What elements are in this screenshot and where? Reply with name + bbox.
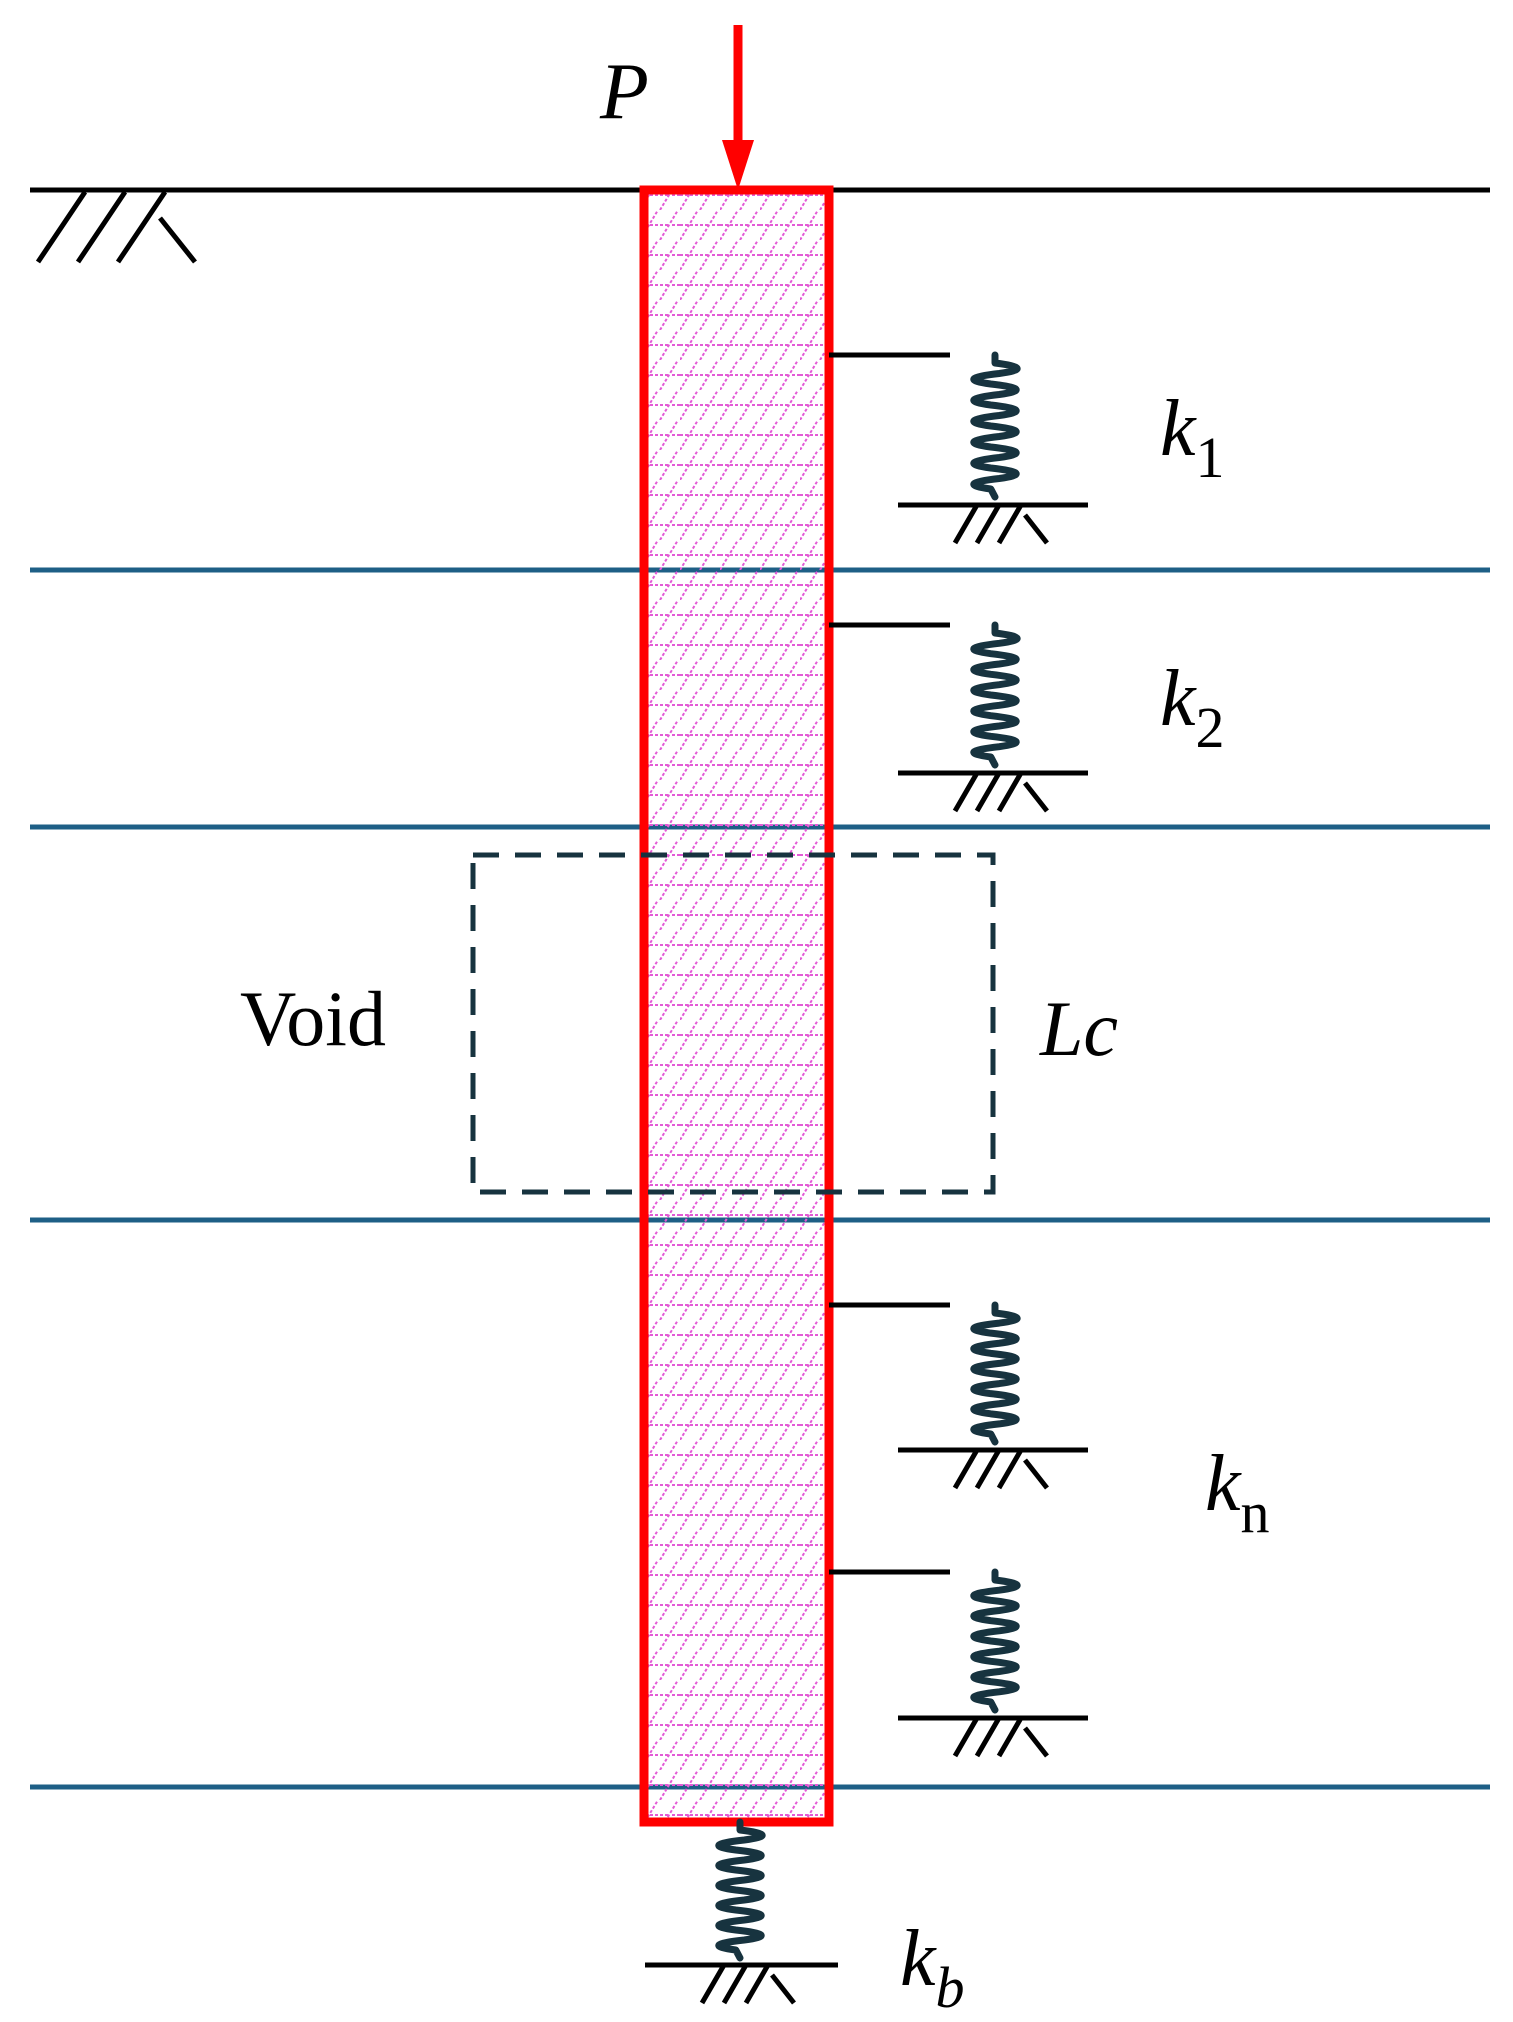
spring-ground-hatch	[952, 771, 1049, 813]
pile-body	[639, 185, 834, 1827]
void-region-box	[470, 852, 996, 1195]
spring-coil	[715, 1818, 766, 1962]
spring-label-k1: k1	[1160, 385, 1225, 490]
ground-hatch-symbol	[35, 190, 197, 264]
spring-coil	[970, 1301, 1021, 1446]
spring-coil	[970, 1568, 1021, 1714]
load-arrow	[722, 25, 754, 190]
lateral-spring-2	[829, 621, 1088, 813]
lateral-spring-1	[829, 351, 1088, 545]
lateral-spring-4	[829, 1568, 1088, 1758]
void-length-label: Lc	[1039, 985, 1118, 1072]
void-label: Void	[240, 975, 386, 1062]
load-label: P	[599, 48, 649, 136]
spring-label-k2: k2	[1160, 655, 1225, 760]
base-spring	[645, 1818, 838, 2005]
spring-coil	[970, 351, 1021, 501]
spring-ground-hatch	[952, 1716, 1049, 1758]
spring-coil	[970, 621, 1021, 769]
spring-label-kb: kb	[900, 1915, 965, 2020]
spring-ground-hatch	[952, 1448, 1049, 1490]
spring-ground-hatch	[699, 1963, 796, 2005]
spring-label-kn: kn	[1205, 1440, 1270, 1545]
spring-ground-hatch	[952, 503, 1049, 545]
springs-layer	[645, 351, 1088, 2005]
lateral-spring-3	[829, 1301, 1088, 1490]
